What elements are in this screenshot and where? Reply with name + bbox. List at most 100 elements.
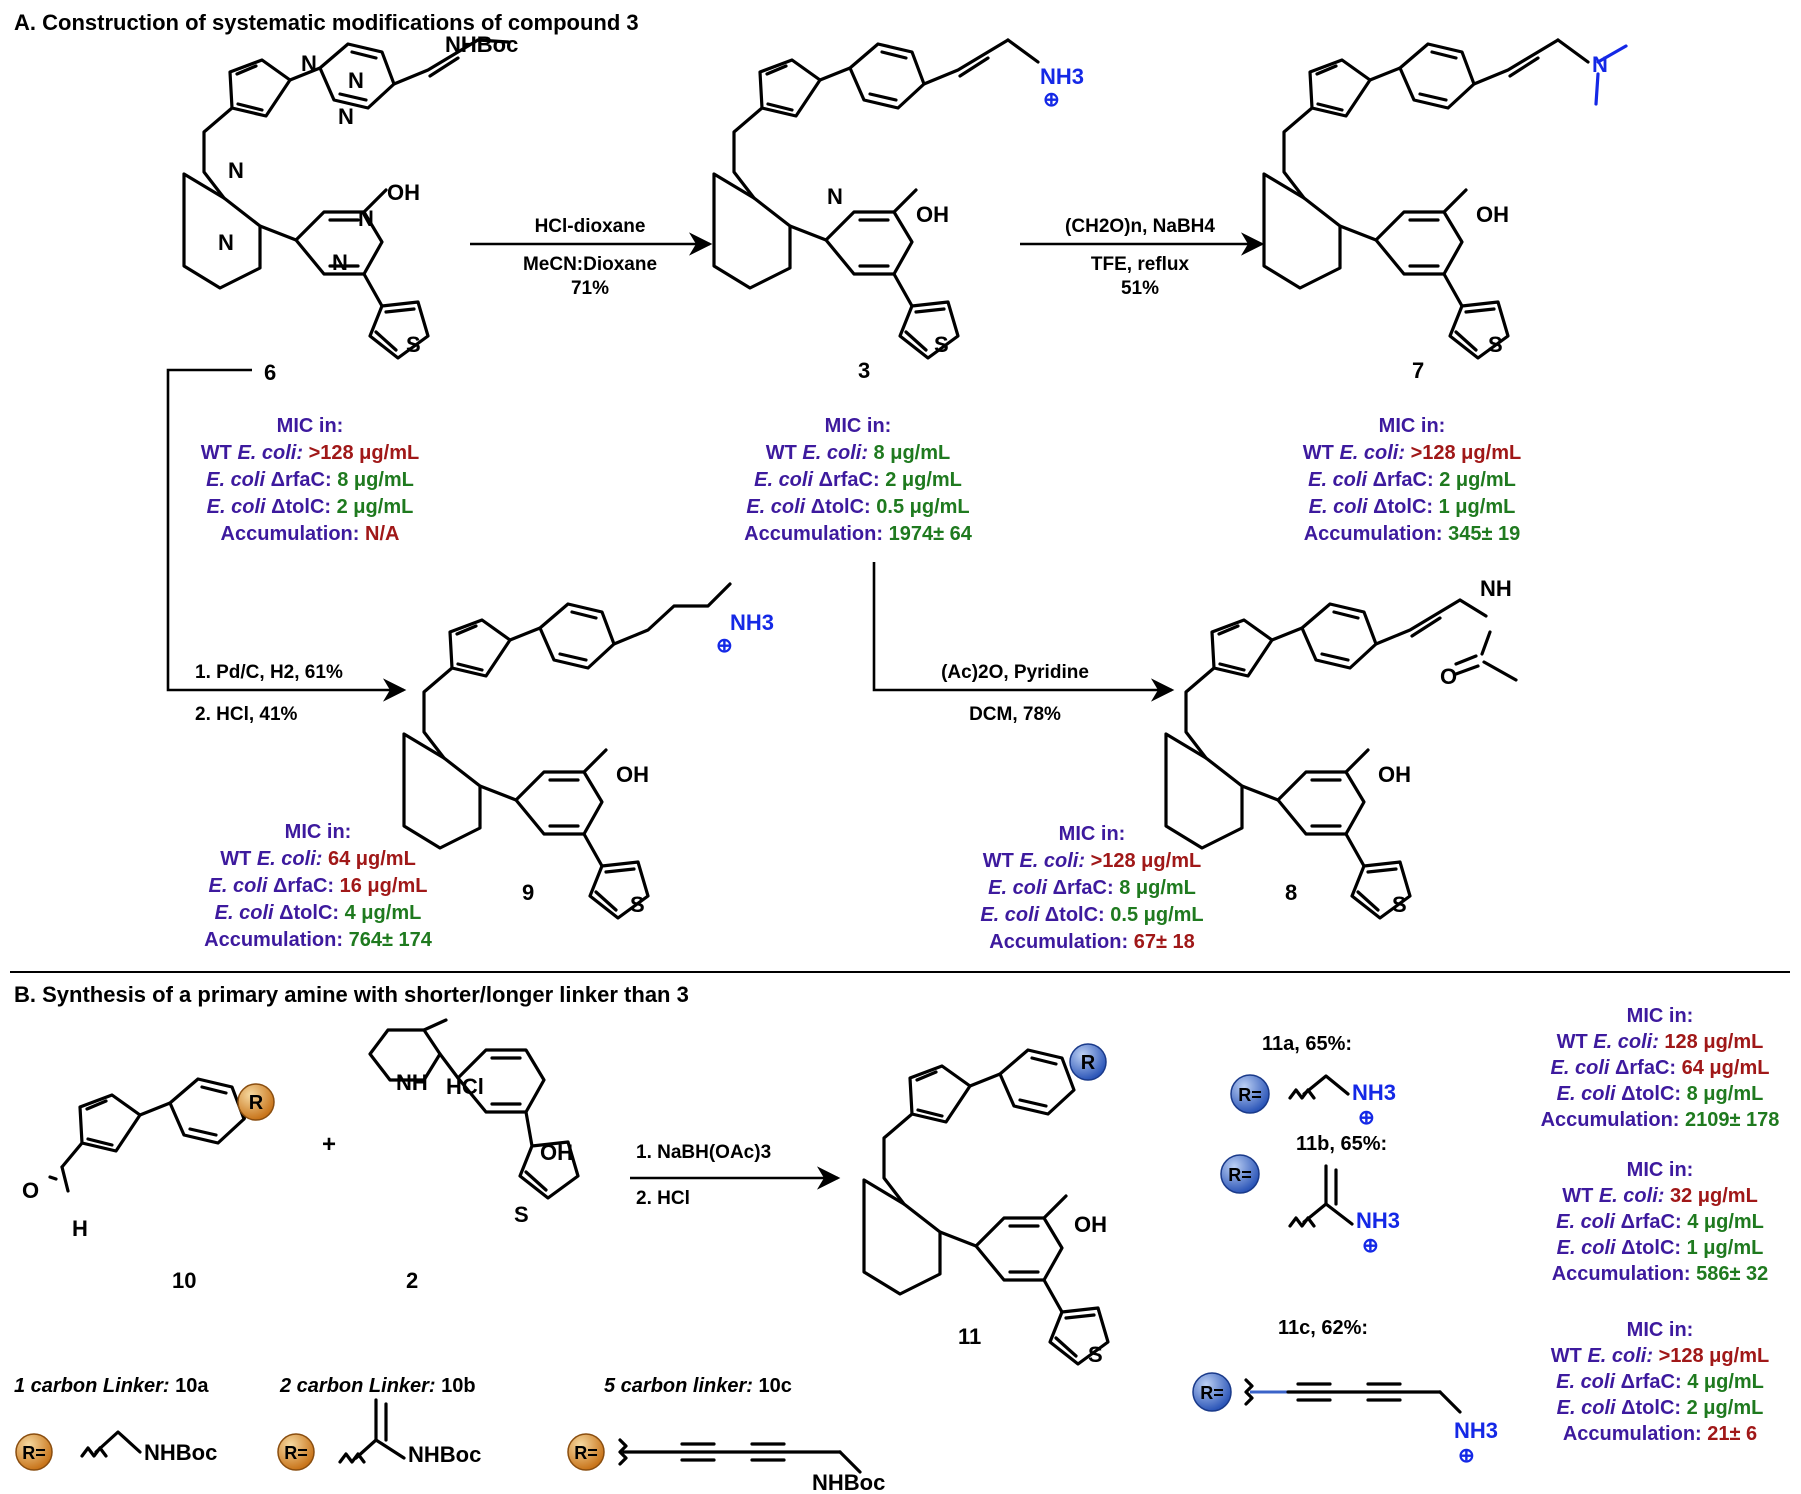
mic8-acc: Accumulation: 67± 18 <box>989 931 1195 953</box>
c2-nh: NH <box>396 1070 428 1095</box>
wavy-bond-linker5 <box>618 1438 628 1466</box>
linker5-nhboc: NHBoc <box>812 1470 885 1494</box>
compound-3-structure <box>712 38 1040 360</box>
c3-oh-n: N <box>827 184 843 209</box>
c6-nhboc: NHBoc <box>445 32 518 57</box>
c6-atom-n5: N <box>218 230 234 255</box>
c9-plus: ⊕ <box>716 635 733 657</box>
compound-9-structure <box>402 582 732 920</box>
mic11a-acc: Accumulation: 2109± 178 <box>1541 1109 1780 1131</box>
mic6-header: MIC in: <box>277 415 344 437</box>
v11c-nh3: NH3 <box>1454 1418 1498 1443</box>
c9-oh: OH <box>616 762 649 787</box>
mic6-acc: Accumulation: N/A <box>221 523 400 545</box>
c6-atom-n6: N <box>358 206 374 231</box>
mic11a-rfa: E. coli ΔrfaC: 64 μg/mL <box>1551 1057 1770 1079</box>
mic7-tol: E. coli ΔtolC: 1 μg/mL <box>1309 496 1516 518</box>
mic-block-11a: MIC in: WT E. coli: 128 μg/mL E. coli Δr… <box>1541 1005 1780 1131</box>
mic11b-rfa: E. coli ΔrfaC: 4 μg/mL <box>1556 1211 1764 1233</box>
linker1-nhboc: NHBoc <box>144 1440 217 1465</box>
mic11b-header: MIC in: <box>1627 1159 1694 1181</box>
compound-7-structure <box>1262 38 1628 360</box>
mic6-rfa: E. coli ΔrfaC: 8 μg/mL <box>206 469 414 491</box>
mic3-rfa: E. coli ΔrfaC: 2 μg/mL <box>754 469 962 491</box>
mic-block-7: MIC in: WT E. coli: >128 μg/mL E. coli Δ… <box>1303 415 1521 545</box>
c10-h: H <box>72 1216 88 1241</box>
mic7-acc: Accumulation: 345± 19 <box>1304 523 1521 545</box>
wavy-bond-linker1 <box>80 1446 108 1458</box>
r-sphere-11a <box>1230 1074 1270 1114</box>
mic-block-9: MIC in: WT E. coli: 64 μg/mL E. coli Δrf… <box>204 821 433 951</box>
r-sphere-11c <box>1192 1372 1232 1412</box>
mic9-acc: Accumulation: 764± 174 <box>204 929 433 951</box>
c8-oh: OH <box>1378 762 1411 787</box>
c6-atom-n2: N <box>348 68 364 93</box>
mic11b-wt: WT E. coli: 32 μg/mL <box>1562 1185 1758 1207</box>
mic9-rfa: E. coli ΔrfaC: 16 μg/mL <box>209 875 428 897</box>
mic6-wt: WT E. coli: >128 μg/mL <box>201 442 419 464</box>
mic7-header: MIC in: <box>1379 415 1446 437</box>
mic3-header: MIC in: <box>825 415 892 437</box>
c11-atom-s: S <box>1088 1342 1103 1367</box>
r4-bottom: DCM, 78% <box>969 704 1061 725</box>
r-group-sphere-10 <box>237 1083 275 1121</box>
mic11a-header: MIC in: <box>1627 1005 1694 1027</box>
wavy-bond-linker2 <box>338 1452 366 1464</box>
label-compound-9: 9 <box>522 880 534 905</box>
mic11b-acc: Accumulation: 586± 32 <box>1552 1263 1769 1285</box>
variant-11c: 11c, 62%: <box>1278 1317 1368 1339</box>
mic11b-tol: E. coli ΔtolC: 1 μg/mL <box>1557 1237 1764 1259</box>
c3-nh3: NH3 <box>1040 64 1084 89</box>
mic3-tol: E. coli ΔtolC: 0.5 μg/mL <box>746 496 969 518</box>
c6-atom-n3: N <box>338 104 354 129</box>
r-sphere-11b <box>1220 1154 1260 1194</box>
arrow-6-to-9 <box>166 368 407 702</box>
mic-block-6: MIC in: WT E. coli: >128 μg/mL E. coli Δ… <box>201 415 419 545</box>
c6-oh: OH <box>387 180 420 205</box>
v11c-plus: ⊕ <box>1458 1445 1475 1467</box>
r-sphere-linker1 <box>15 1433 53 1471</box>
mic8-wt: WT E. coli: >128 μg/mL <box>983 850 1201 872</box>
label-compound-2: 2 <box>406 1268 418 1293</box>
mic-block-8: MIC in: WT E. coli: >128 μg/mL E. coli Δ… <box>980 823 1203 953</box>
c2-oh: OH <box>540 1140 573 1165</box>
linker2-r-eq: R= <box>284 1443 308 1463</box>
compound-2-structure <box>368 1018 580 1200</box>
mic9-header: MIC in: <box>285 821 352 843</box>
r3-line1: 1. Pd/C, H2, 61% <box>195 662 343 683</box>
label-compound-3: 3 <box>858 358 870 383</box>
r-group-sphere-11 <box>1069 1043 1107 1081</box>
c9-nh3: NH3 <box>730 610 774 635</box>
label-compound-10: 10 <box>172 1268 196 1293</box>
mic11c-tol: E. coli ΔtolC: 2 μg/mL <box>1557 1397 1764 1419</box>
c7-n: N <box>1592 52 1608 77</box>
linker5-r-eq: R= <box>574 1443 598 1463</box>
mic-block-3: MIC in: WT E. coli: 8 μg/mL E. coli Δrfa… <box>744 415 973 545</box>
c10-o: O <box>22 1178 39 1203</box>
c9-atom-s: S <box>630 892 645 917</box>
linker1-r-eq: R= <box>22 1443 46 1463</box>
label-compound-11: 11 <box>958 1324 981 1349</box>
plus-sign: + <box>322 1131 336 1158</box>
c3-atom-s: S <box>934 332 949 357</box>
compound-6-structure <box>182 38 510 360</box>
linker-2-desc: 2 carbon Linker: 10b <box>279 1375 476 1397</box>
mic11c-rfa: E. coli ΔrfaC: 4 μg/mL <box>1556 1371 1764 1393</box>
compound-10-structure <box>48 1077 252 1193</box>
v11b-plus: ⊕ <box>1362 1235 1379 1257</box>
c10-r: R <box>249 1092 264 1114</box>
compound-8-structure <box>1164 598 1518 920</box>
mic8-rfa: E. coli ΔrfaC: 8 μg/mL <box>988 877 1196 899</box>
mic-block-11c: MIC in: WT E. coli: >128 μg/mL E. coli Δ… <box>1551 1319 1769 1445</box>
c3-oh: OH <box>916 202 949 227</box>
c7-oh: OH <box>1476 202 1509 227</box>
label-compound-6: 6 <box>264 360 276 385</box>
v11a-plus: ⊕ <box>1358 1107 1375 1129</box>
mic11a-wt: WT E. coli: 128 μg/mL <box>1557 1031 1764 1053</box>
variant-11b: 11b, 65%: <box>1296 1133 1387 1155</box>
r1-bottom: MeCN:Dioxane <box>523 254 657 275</box>
r3-line2: 2. HCl, 41% <box>195 704 298 725</box>
c6-atom-n7: N <box>332 250 348 275</box>
c11-r: R <box>1081 1052 1096 1074</box>
c8-nh: NH <box>1480 576 1512 601</box>
